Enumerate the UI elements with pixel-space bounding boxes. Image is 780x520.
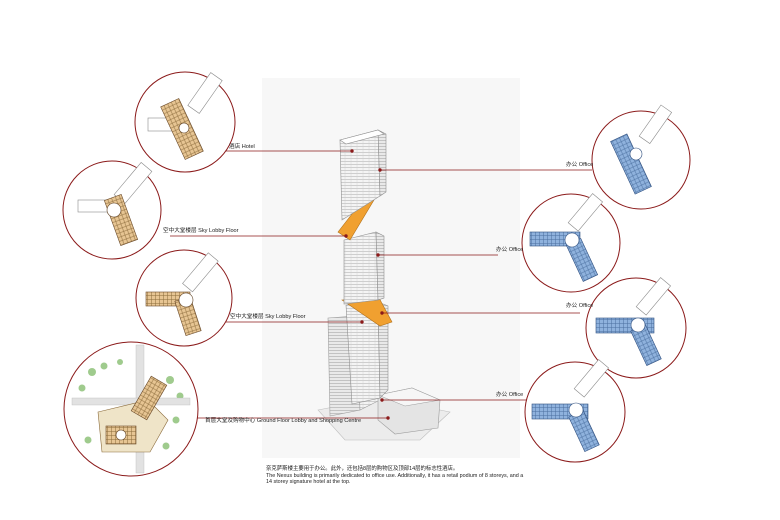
caption-en-2: 14 storey signature hotel at the top. bbox=[266, 479, 351, 486]
label-office-1: 办公 Office bbox=[566, 162, 594, 168]
plan-circle-hotel bbox=[134, 71, 236, 173]
site-trees bbox=[78, 359, 184, 450]
plan-circle-office-1 bbox=[591, 104, 691, 210]
callout-lines bbox=[170, 149, 592, 420]
label-office-3: 办公 Office bbox=[566, 303, 594, 309]
label-sky-lobby-2: 空中大堂楼层 Sky Lobby Floor bbox=[230, 314, 306, 320]
plan-circle-sky-lobby-2 bbox=[135, 249, 233, 347]
tower-crown bbox=[339, 129, 385, 145]
plan-circle-ground bbox=[63, 341, 199, 477]
tower bbox=[317, 129, 451, 441]
upper-shaft-side bbox=[377, 129, 387, 197]
plan-circle-office-3 bbox=[585, 277, 687, 379]
label-ground: 首层大堂及购物中心 Ground Floor Lobby and Shoppin… bbox=[205, 418, 362, 424]
caption: 奈克萨斯楼主要用于办公。此外，还包括8层的购物区及顶部14层的标志性酒店。 Th… bbox=[266, 466, 524, 486]
mid-shaft-side bbox=[375, 231, 385, 301]
label-office-4: 办公 Office bbox=[496, 392, 524, 398]
label-sky-lobby-1: 空中大堂楼层 Sky Lobby Floor bbox=[163, 228, 239, 234]
label-hotel: 酒店 Hotel bbox=[229, 144, 255, 150]
plan-circle-office-4 bbox=[524, 359, 626, 463]
mid-shaft bbox=[343, 231, 379, 305]
caption-cn: 奈克萨斯楼主要用于办公。此外，还包括8层的购物区及顶部14层的标志性酒店。 bbox=[266, 466, 459, 472]
plan-circle-sky-lobby-1 bbox=[62, 160, 162, 260]
plan-circle-office-2 bbox=[521, 193, 621, 293]
label-office-2: 办公 Office bbox=[496, 247, 524, 253]
caption-en-1: The Nexus building is primarily dedicate… bbox=[266, 472, 524, 479]
